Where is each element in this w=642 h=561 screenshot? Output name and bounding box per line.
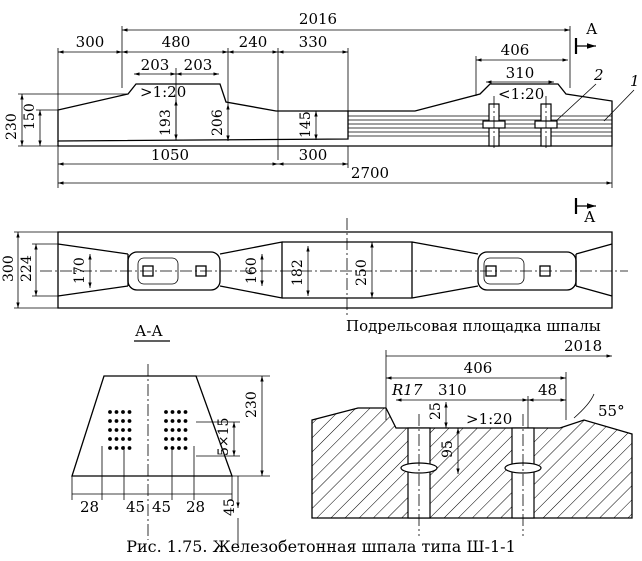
strand-dot	[177, 446, 181, 450]
dim-310-detail: 310	[438, 381, 467, 399]
dim-230-section: 230	[244, 391, 260, 418]
strand-dot	[127, 410, 132, 414]
strand-dot	[114, 410, 119, 414]
dim-310-top: 310	[506, 64, 535, 82]
sleeper-side-outline	[57, 83, 349, 142]
dim-230-side: 230	[4, 113, 20, 140]
dim-5x15: 5×15	[216, 418, 232, 456]
strand-dot	[121, 428, 125, 432]
strand-dot	[164, 428, 168, 432]
strand-dot	[177, 428, 181, 432]
strand-dot	[114, 446, 119, 450]
dim-2018: 2018	[564, 337, 602, 355]
section-outline	[71, 375, 233, 477]
dim-203-a: 203	[141, 56, 170, 74]
strand-dot	[108, 419, 112, 423]
dim-300-left: 300	[76, 33, 105, 51]
dim-300-bottom: 300	[299, 146, 328, 164]
strand-dot	[164, 437, 168, 441]
strand-dot	[164, 446, 168, 450]
figure-caption: Рис. 1.75. Железобетонная шпала типа Ш-1…	[126, 537, 516, 556]
dim-300-plan: 300	[1, 255, 17, 282]
dim-206: 206	[210, 109, 226, 136]
dim-28-right: 28	[186, 498, 205, 516]
strand-dot	[121, 410, 125, 414]
strand-dot	[183, 410, 188, 414]
side-view: 2016 300 480 240 330 203 203 >1:20 406 3…	[4, 10, 640, 226]
strand-dot	[183, 428, 188, 432]
strand-dot	[127, 437, 132, 441]
dim-250-plan: 250	[354, 259, 370, 286]
dim-25: 25	[428, 402, 444, 420]
dim-145: 145	[298, 111, 314, 138]
strand-dot	[121, 419, 125, 423]
dim-330: 330	[299, 33, 328, 51]
strand-dot	[164, 419, 168, 423]
strand-dot	[114, 419, 119, 423]
dim-45-a: 45	[126, 498, 145, 516]
embedded-bolts	[482, 96, 558, 150]
dim-406-top: 406	[501, 41, 530, 59]
strand-dot	[108, 410, 112, 414]
plan-view: 300 224 170 160 182 250	[1, 218, 628, 318]
strand-dot	[108, 428, 112, 432]
strand-dot	[177, 419, 181, 423]
detail-hatched-body	[311, 407, 633, 519]
dim-28-left: 28	[80, 498, 99, 516]
section-mark-top: А	[586, 20, 598, 38]
dim-r17: R17	[391, 381, 423, 399]
dim-95: 95	[440, 440, 456, 458]
dim-203-b: 203	[184, 56, 213, 74]
leader-1: 1	[630, 72, 640, 90]
strand-dot	[170, 428, 175, 432]
strand-dot	[108, 437, 112, 441]
strand-dot	[114, 437, 119, 441]
reinforcement-strands	[348, 115, 612, 137]
strand-dot	[114, 428, 119, 432]
dim-2700: 2700	[351, 164, 389, 182]
section-label: А-А	[135, 322, 163, 340]
detail-subtitle: Подрельсовая площадка шпалы	[346, 317, 601, 335]
dim-193: 193	[158, 109, 174, 136]
strand-dots	[108, 410, 188, 450]
strand-dot	[164, 410, 168, 414]
dim-182-plan: 182	[290, 259, 306, 286]
dim-160-plan: 160	[244, 257, 260, 284]
leader-2: 2	[593, 66, 604, 84]
section-mark-bottom: А	[584, 208, 596, 226]
strand-dot	[183, 446, 188, 450]
strand-dot	[170, 446, 175, 450]
strand-dot	[127, 428, 132, 432]
strand-dot	[177, 410, 181, 414]
strand-dot	[121, 437, 125, 441]
strand-dot	[170, 419, 175, 423]
dim-2016: 2016	[299, 10, 337, 28]
strand-dot	[127, 446, 132, 450]
angle-55: 55°	[598, 402, 625, 420]
dim-480: 480	[162, 33, 191, 51]
dim-45-vert: 45	[222, 498, 238, 516]
dim-45-b: 45	[152, 498, 171, 516]
dim-406-detail: 406	[464, 359, 493, 377]
sleeper-plan-outline	[57, 231, 613, 309]
strand-dot	[127, 419, 132, 423]
strand-dot	[183, 437, 188, 441]
dim-48: 48	[538, 381, 557, 399]
rail-seat-detail: Подрельсовая площадка шпалы 2018 406 R17…	[311, 317, 633, 536]
dim-150-side: 150	[22, 103, 38, 130]
strand-dot	[170, 437, 175, 441]
strand-dot	[177, 437, 181, 441]
slope-right: <1:20	[498, 85, 544, 103]
section-aa: А-А 230 5×15 45 28 45 45 28	[71, 322, 270, 548]
strand-dot	[170, 410, 175, 414]
strand-dot	[183, 419, 188, 423]
dim-240: 240	[239, 33, 268, 51]
slope-detail: >1:20	[466, 410, 512, 428]
dim-170-plan: 170	[72, 257, 88, 284]
slope-left: >1:20	[140, 83, 186, 101]
dim-224-plan: 224	[19, 255, 35, 282]
strand-dot	[108, 446, 112, 450]
dim-1050: 1050	[151, 146, 189, 164]
